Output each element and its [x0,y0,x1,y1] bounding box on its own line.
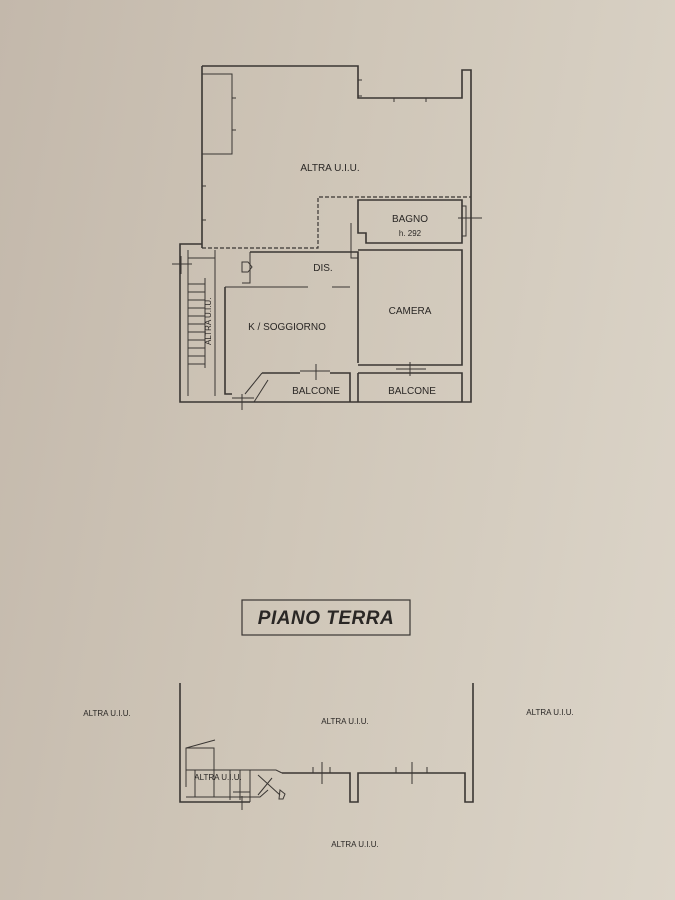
ground-floor-plan: ALTRA U.I.U. ALTRA U.I.U. ALTRA U.I.U. A… [83,683,574,849]
room-label-balcone-right: BALCONE [388,386,436,397]
upper-floor-plan: ALTRA U.I.U. BAGNO h. 292 DIS. CAMERA K … [172,65,482,410]
floor-label-box [241,599,411,636]
room-label-soggiorno: K / SOGGIORNO [248,322,326,333]
label-altra-uiu-left: ALTRA U.I.U. [83,709,130,718]
room-label-camera: CAMERA [389,306,432,317]
room-label-balcone-left: BALCONE [292,386,340,397]
room-label-stair: ALTRA U.I.U. [204,298,213,345]
label-altra-uiu-stair: ALTRA U.I.U. [194,773,241,782]
room-label-bagno: BAGNO [392,214,428,225]
room-label-altra-uiu: ALTRA U.I.U. [300,163,359,174]
label-altra-uiu-right: ALTRA U.I.U. [526,708,573,717]
label-altra-uiu-bottom: ALTRA U.I.U. [331,840,378,849]
floor-label: PIANO TERRA [258,608,394,629]
ceiling-height-label: h. 292 [399,229,422,238]
label-altra-uiu-center: ALTRA U.I.U. [321,717,368,726]
room-label-dis: DIS. [313,263,332,274]
